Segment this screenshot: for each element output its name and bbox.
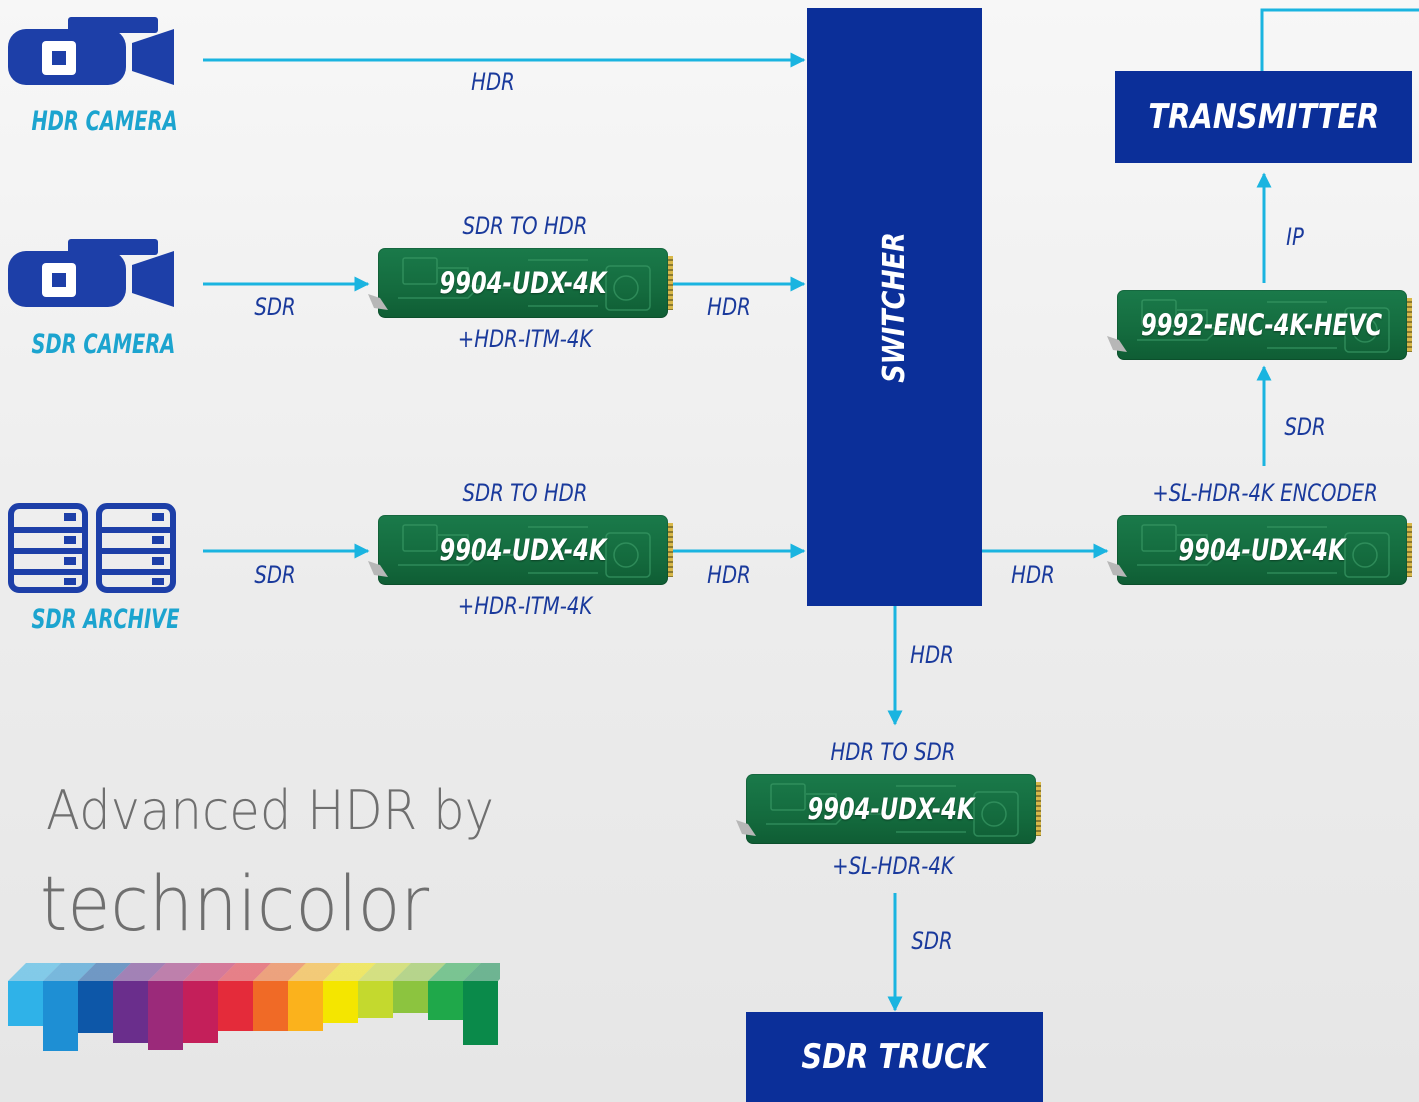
stripe-bar xyxy=(428,981,463,1020)
source-label-sdr-archive: SDR ARCHIVE xyxy=(31,604,180,635)
card-ejector-icon xyxy=(368,294,388,310)
stripe-bar xyxy=(323,981,358,1023)
stripe-bar xyxy=(358,981,393,1018)
card-ejector-icon xyxy=(1107,336,1127,352)
stripe-top xyxy=(113,963,166,981)
signal-label-output-card: SDR xyxy=(911,927,953,955)
stripe-bar xyxy=(463,981,498,1045)
card-ejector-icon xyxy=(368,561,388,577)
signal-label-archive: SDR xyxy=(254,561,296,589)
switcher-label: SWITCHER xyxy=(877,231,913,383)
stripe-bar xyxy=(78,981,113,1033)
card-edge-connector xyxy=(668,256,673,310)
card2-top-label: SDR TO HDR xyxy=(462,479,588,507)
signal-label-hevc-out: IP xyxy=(1286,223,1304,251)
card3-bottom-label: +SL-HDR-4K xyxy=(832,852,954,880)
udx-card-hdr-to-sdr: 9904-UDX-4K xyxy=(736,774,1041,844)
stripe-top xyxy=(428,963,481,981)
stripe-top xyxy=(393,963,446,981)
card4-top-label: +SL-HDR-4K ENCODER xyxy=(1152,479,1378,507)
sdr-truck-box: SDR TRUCK xyxy=(746,1012,1043,1102)
signal-label-switcher-right: HDR xyxy=(1011,561,1055,589)
hevc-encoder-card: 9992-ENC-4K-HEVC xyxy=(1107,290,1412,360)
transmitter-label: TRANSMITTER xyxy=(1148,97,1379,137)
switcher-box: SWITCHER xyxy=(807,8,982,606)
stripe-top xyxy=(218,963,271,981)
stripe-bar xyxy=(8,981,43,1026)
stripe-top xyxy=(183,963,236,981)
transmitter-feed-line xyxy=(1260,8,1419,71)
card-model-label: 9904-UDX-4K xyxy=(1178,533,1346,567)
signal-label-encoder-card: SDR xyxy=(1284,413,1326,441)
card1-bottom-label: +HDR-ITM-4K xyxy=(457,325,593,353)
signal-label-hdr-camera: HDR xyxy=(471,68,515,96)
stripe-top xyxy=(463,963,500,981)
stripe-bar xyxy=(148,981,183,1050)
stripe-top xyxy=(8,963,61,981)
stripe-top xyxy=(288,963,341,981)
stripe-top xyxy=(253,963,306,981)
stripe-top xyxy=(358,963,411,981)
stripe-bar xyxy=(218,981,253,1031)
stripe-bar xyxy=(113,981,148,1043)
stripe-bar xyxy=(288,981,323,1031)
technicolor-color-stripes-logo xyxy=(8,963,500,1051)
card-model-label: 9904-UDX-4K xyxy=(439,533,607,567)
sdr-truck-label: SDR TRUCK xyxy=(801,1037,988,1077)
card-edge-connector xyxy=(668,523,673,577)
stripe-bar xyxy=(43,981,78,1051)
card-model-label: 9992-ENC-4K-HEVC xyxy=(1141,308,1383,342)
stripe-top xyxy=(43,963,96,981)
signal-label-sdr-camera: SDR xyxy=(254,293,296,321)
card-edge-connector xyxy=(1407,523,1412,577)
udx-card-encoder: 9904-UDX-4K xyxy=(1107,515,1412,585)
card-model-label: 9904-UDX-4K xyxy=(807,792,975,826)
card-edge-connector xyxy=(1407,298,1412,352)
hdr-camera-icon xyxy=(8,17,174,85)
technicolor-wordmark: technicolor xyxy=(40,859,430,948)
card-edge-connector xyxy=(1036,782,1041,836)
card1-top-label: SDR TO HDR xyxy=(462,212,588,240)
stripe-bar xyxy=(183,981,218,1043)
stripe-bar xyxy=(393,981,428,1013)
sdr-camera-icon xyxy=(8,239,174,307)
card2-bottom-label: +HDR-ITM-4K xyxy=(457,592,593,620)
stripe-top xyxy=(148,963,201,981)
card-model-label: 9904-UDX-4K xyxy=(439,266,607,300)
card-ejector-icon xyxy=(1107,561,1127,577)
udx-card-sdr-archive: 9904-UDX-4K xyxy=(368,515,673,585)
signal-label-card1-out: HDR xyxy=(707,293,751,321)
card-ejector-icon xyxy=(736,820,756,836)
stripe-top xyxy=(78,963,131,981)
card3-top-label: HDR TO SDR xyxy=(830,738,956,766)
signal-label-card2-out: HDR xyxy=(707,561,751,589)
server-archive-icon xyxy=(8,503,176,593)
branding-tagline: Advanced HDR by xyxy=(46,779,495,842)
source-label-sdr-camera: SDR CAMERA xyxy=(31,329,176,360)
udx-card-sdr-camera: 9904-UDX-4K xyxy=(368,248,673,318)
signal-label-switcher-down: HDR xyxy=(910,641,954,669)
stripe-top xyxy=(323,963,376,981)
stripe-bar xyxy=(253,981,288,1031)
transmitter-box: TRANSMITTER xyxy=(1115,71,1412,163)
source-label-hdr-camera: HDR CAMERA xyxy=(31,106,178,137)
